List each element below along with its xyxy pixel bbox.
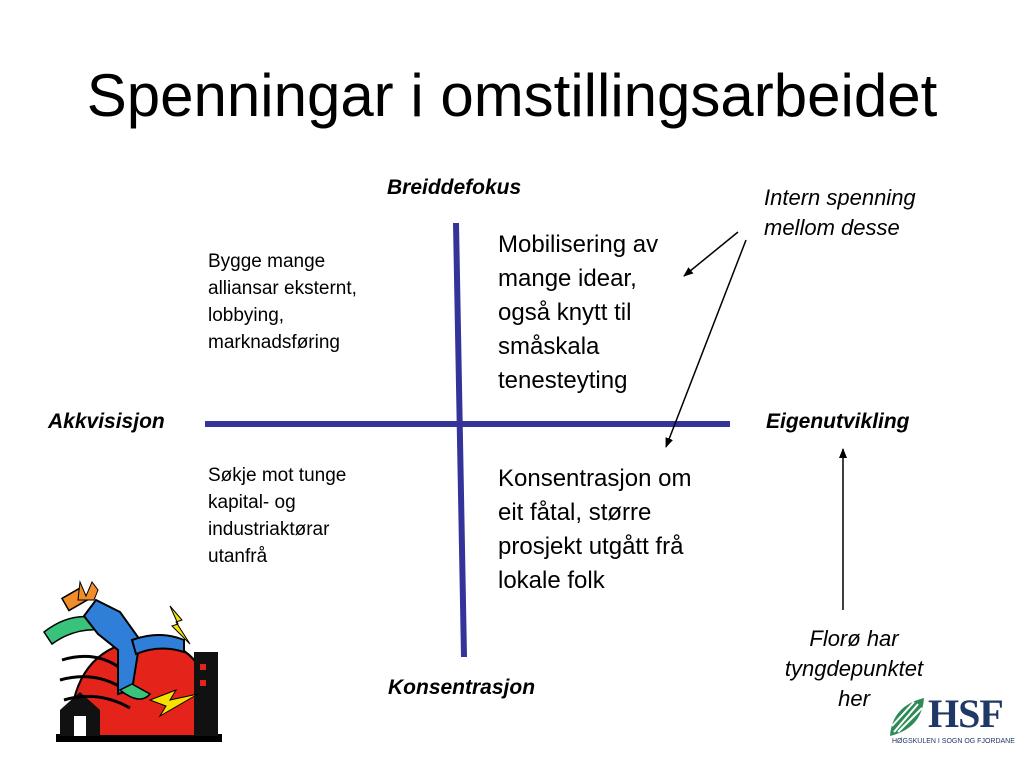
quadrant-line: marknadsføring (208, 332, 340, 353)
hsf-logo: HSF HØGSKULEN I SOGN OG FJORDANE (888, 691, 1020, 752)
quadrant-line: Mobilisering av (498, 231, 659, 258)
vertical-axis-line (453, 222, 467, 658)
quadrant-bottom-left: Søkje mot tunge kapital- og industriaktø… (208, 462, 346, 570)
note-line: tyngdepunktet (784, 656, 924, 681)
quadrant-line: også knytt til (498, 299, 632, 326)
quadrant-line: industriaktørar (208, 519, 330, 540)
quadrant-line: lobbying, (208, 305, 285, 326)
leaf-logo-icon (890, 698, 924, 736)
quadrant-line: lokale folk (498, 567, 605, 594)
note-line: Florø har (809, 626, 899, 651)
note-line: Intern spenning (764, 185, 916, 210)
stressed-person-clipart-icon (42, 580, 222, 742)
note-line: her (838, 686, 870, 711)
tension-arrow-top (683, 231, 739, 277)
quadrant-line: mange idear, (498, 265, 637, 292)
axis-label-top: Breiddefokus (387, 176, 522, 199)
quadrant-top-left: Bygge mange alliansar eksternt, lobbying… (208, 248, 357, 356)
quadrant-line: utanfrå (208, 546, 268, 567)
axis-label-left: Akkvisisjon (48, 410, 165, 433)
quadrant-line: småskala (498, 333, 600, 360)
axis-label-right: Eigenutvikling (766, 410, 910, 433)
quadrant-line: prosjekt utgått frå (498, 533, 684, 560)
logo-name: HSF (928, 691, 1004, 736)
quadrant-line: Konsentrasjon om (498, 465, 692, 492)
tension-note: Intern spenning mellom desse (764, 183, 916, 243)
quadrant-line: tenesteyting (498, 367, 628, 394)
quadrant-line: alliansar eksternt, (208, 278, 357, 299)
quadrant-bottom-right: Konsentrasjon om eit fåtal, større prosj… (498, 462, 691, 598)
quadrant-line: kapital- og (208, 492, 296, 513)
logo-subtitle: HØGSKULEN I SOGN OG FJORDANE (892, 738, 1015, 745)
quadrant-top-right: Mobilisering av mange idear, også knytt … (498, 228, 658, 398)
quadrant-line: Bygge mange (208, 251, 326, 272)
slide-title: Spenningar i omstillingsarbeidet (86, 62, 938, 129)
note-line: mellom desse (764, 215, 900, 240)
axis-label-bottom: Konsentrasjon (388, 676, 536, 699)
quadrant-line: eit fåtal, større (498, 499, 652, 526)
floro-note: Florø har tyngdepunktet her (764, 624, 944, 714)
tension-arrow-bottom (665, 239, 747, 448)
quadrant-line: Søkje mot tunge (208, 465, 347, 486)
